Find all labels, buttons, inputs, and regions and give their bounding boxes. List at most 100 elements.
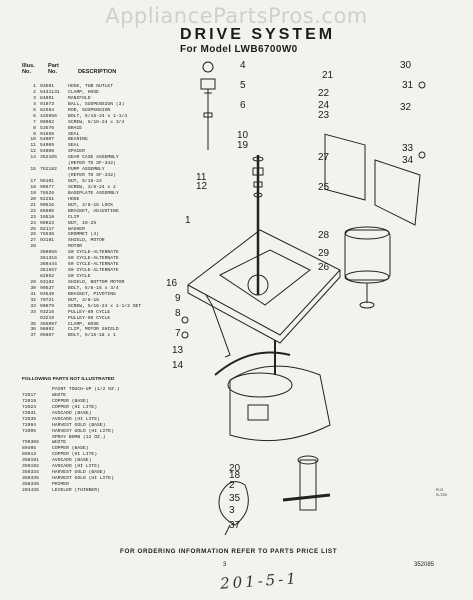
illus-number: 29 [30, 279, 36, 285]
part-description: GEAR CASE ASSEMBLY [68, 155, 119, 161]
illus-number: 32 [30, 297, 36, 303]
part-description: BRACKET, ADJUSTING [68, 208, 119, 214]
part-description: AVOCADO (BASE) [52, 458, 92, 464]
illus-number: 36 [30, 327, 36, 333]
callout-19: 19 [237, 140, 249, 151]
illus-number: 33 [30, 303, 36, 309]
illus-number: 7 [33, 119, 36, 125]
part-description: PULLEY-60 CYCLE [68, 309, 111, 315]
part-description: 60 CYCLE-ALTERNATE [68, 262, 119, 268]
page-number: 3 [223, 562, 227, 568]
part-description: PULLEY-50 CYCLE [68, 315, 111, 321]
page-title: DRIVE SYSTEM [180, 26, 336, 43]
part-number: 72024 [22, 404, 37, 410]
part-number: 98062 [40, 119, 55, 125]
part-number: 53576 [40, 125, 55, 131]
part-number: 92251 [40, 196, 55, 202]
callout-35: 35 [229, 493, 241, 504]
rod-bracket-part [200, 78, 216, 90]
part-description: MOTOR [68, 244, 83, 250]
part-description: ROD, SUSPENSION [68, 107, 111, 113]
callout-14: 14 [172, 360, 184, 371]
part-number: 96867 [40, 333, 55, 339]
callout-21: 21 [322, 70, 334, 81]
part-description: SHIELD, BOTTOM MOTOR [68, 279, 125, 285]
part-description: SEAL [68, 131, 80, 137]
part-description: SCREW, 3/8-24 x 2 [68, 184, 116, 190]
part-number: 350338 [22, 482, 39, 487]
part-description: (REFER TO SF-342) [68, 173, 116, 179]
part-number: 204436 [22, 487, 39, 493]
part-number: 362105 [40, 155, 57, 161]
part-number: 98023 [40, 220, 55, 226]
callout-29: 29 [318, 248, 330, 259]
pump-part [299, 459, 317, 511]
illus-number: 10 [30, 137, 36, 143]
callout-18: 18 [229, 470, 241, 481]
callout-12: 12 [196, 181, 208, 192]
callout-33: 33 [402, 143, 414, 154]
part-number: 93216 [40, 309, 55, 315]
part-number: 799365 [22, 440, 39, 446]
illus-number: 34 [30, 309, 36, 315]
part-number: 89405 [22, 446, 37, 452]
part-description: COPPER (BASE) [52, 398, 89, 404]
list-item: 72024 COPPER (HI LITE) [22, 405, 182, 411]
table-row: 34 93216 PULLEY-60 CYCLE [22, 310, 182, 316]
part-description: (REFER TO SF-342) [68, 161, 116, 167]
part-number: 350191 [22, 458, 39, 464]
part-description: 50 CYCLE [68, 274, 91, 279]
part-number: 762182 [40, 167, 57, 173]
illus-number: 5 [33, 107, 36, 113]
list-item: 350191 AVOCADO (BASE) [22, 458, 182, 464]
part-description: CLIP, MOTOR SHIELD [68, 327, 119, 333]
part-description: WHITE [52, 392, 67, 398]
part-number: 360444 [40, 262, 57, 268]
table-row: 360444 60 CYCLE-ALTERNATE [22, 262, 182, 268]
callout-11: 11 [196, 172, 207, 183]
table-row: (REFER TO SF-342) [22, 173, 182, 179]
illus-number: 24 [30, 220, 36, 226]
part-description: COPPER (HI LITE) [52, 404, 98, 410]
part-number: 76526 [40, 190, 55, 196]
part-number: 361316 [40, 256, 57, 262]
part-number: 90677 [40, 184, 55, 190]
part-description: BEARING [68, 137, 88, 143]
part-description: HOSE [68, 196, 80, 202]
part-number: 76536 [40, 232, 55, 238]
callout-16: 16 [166, 278, 178, 289]
callout-28: 28 [318, 230, 330, 241]
part-description: PUMP ASSEMBLY [68, 167, 105, 173]
part-description: PRIMER [52, 482, 69, 487]
part-number: 98892 [40, 327, 55, 333]
illus-number: 31 [30, 291, 36, 297]
part-number: 93501 [40, 84, 55, 89]
list-item: 350338 PRIMER [22, 482, 182, 488]
callout-32: 32 [400, 102, 412, 113]
callout-23: 23 [318, 110, 330, 121]
ordering-footer: FOR ORDERING INFORMATION REFER TO PARTS … [120, 548, 338, 555]
part-number: 84091 [40, 95, 55, 101]
part-number: 93181 [40, 238, 55, 244]
part-number: 92117 [40, 226, 55, 232]
callout-26: 26 [318, 262, 330, 273]
callout-22: 22 [318, 88, 330, 99]
callout-24: 24 [318, 100, 330, 111]
part-description: 60 CYCLE-ALTERNATE [68, 256, 119, 262]
table-row: 36 98892 CLIP, MOTOR SHIELD [22, 327, 182, 333]
